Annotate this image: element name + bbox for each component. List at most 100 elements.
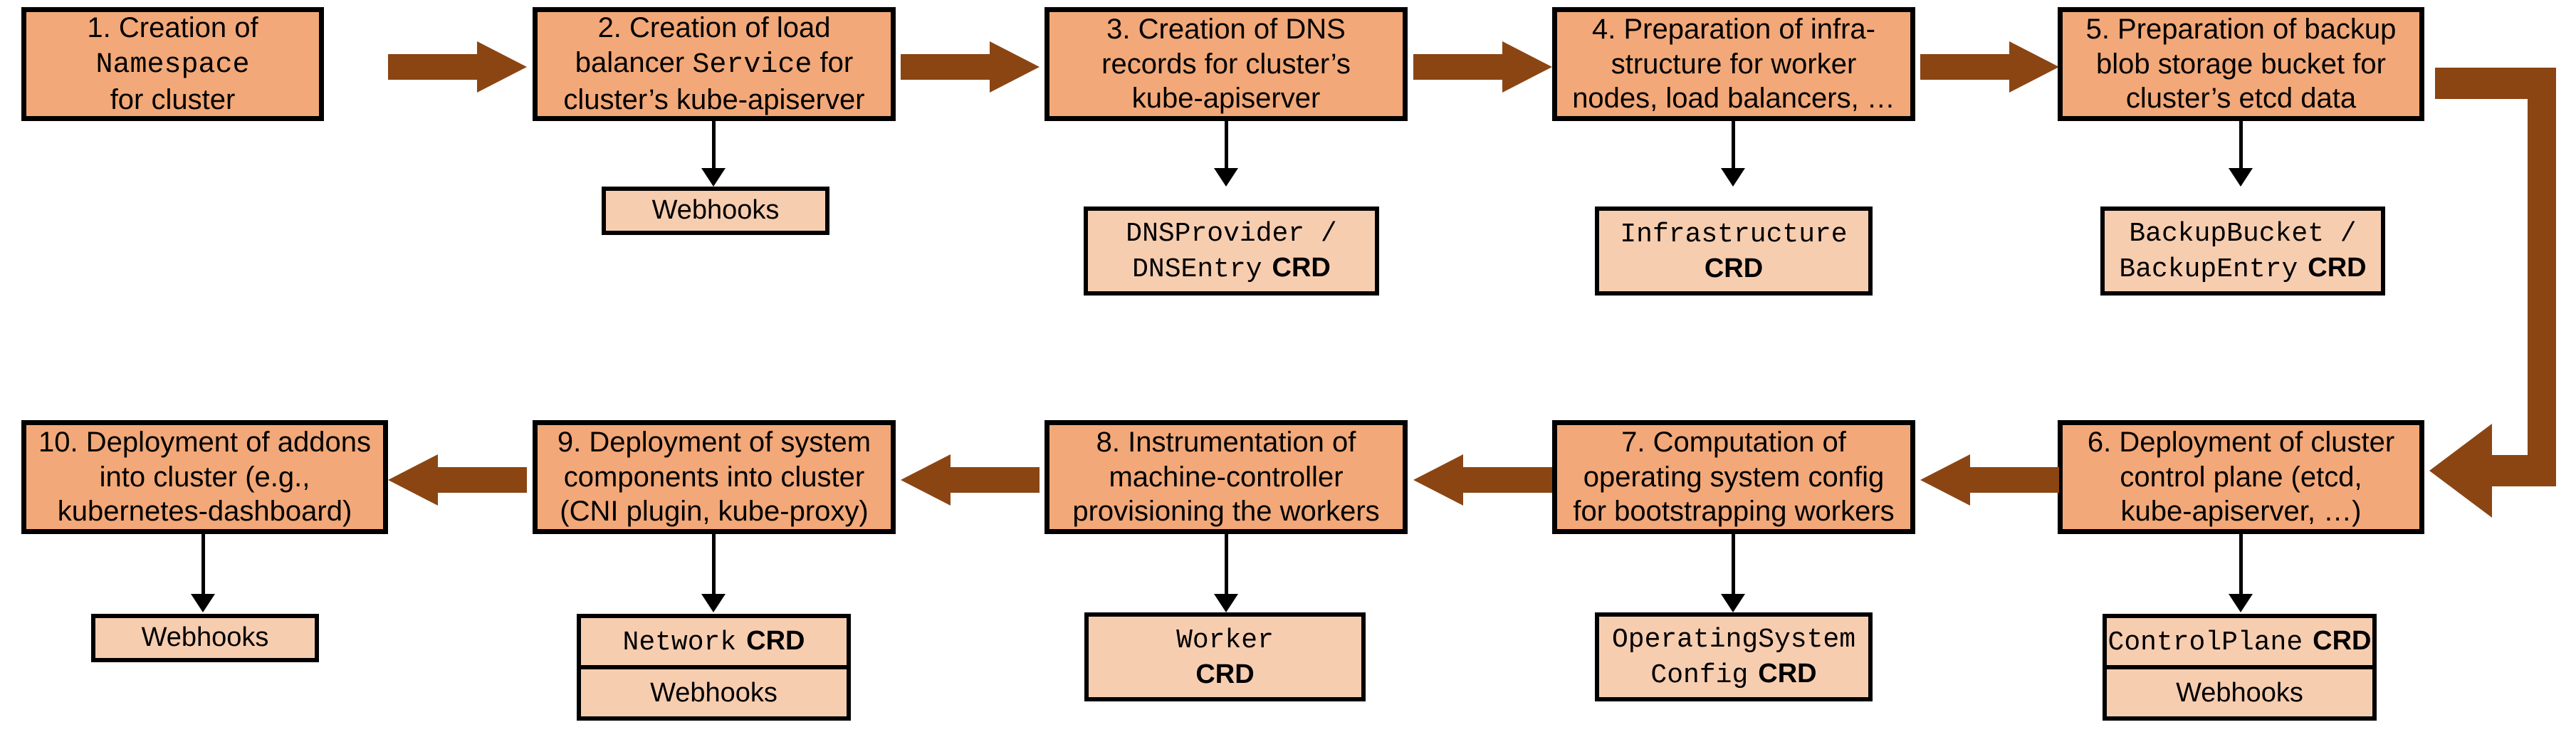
connector-line-step-3 [1225,121,1228,171]
resource-osc-crd-line-1: OperatingSystem [1611,625,1856,655]
step-3-text: 3. Creation of DNS records for cluster’s… [1057,12,1396,116]
resource-box-backup-crd[interactable]: BackupBucket / BackupEntry CRD [2100,207,2385,296]
flow-arrow-7-to-8 [1413,454,1552,506]
resource-network-crd-text: Network CRD [623,626,805,658]
connector-arrowhead-step-3 [1214,168,1238,187]
connector-line-step-8 [1225,534,1228,597]
resource-controlplane-webhooks-cell[interactable]: Webhooks [2107,665,2372,716]
connector-line-step-9 [712,534,716,597]
step-9-line-3: (CNI plugin, kube-proxy) [560,496,869,528]
step-2-line-1: 2. Creation of load [597,11,831,43]
flow-arrow-1-to-2 [388,41,527,93]
resource-osc-crd-line-2: Config [1650,659,1749,691]
resource-box-dns-crd[interactable]: DNSProvider / DNSEntry CRD [1084,207,1379,296]
resource-dns-crd-text: DNSProvider / DNSEntry CRD [1126,216,1336,286]
step-8-text: 8. Instrumentation of machine-controller… [1057,425,1396,529]
step-box-9[interactable]: 9. Deployment of system components into … [533,420,896,534]
resource-network-crd-cell[interactable]: Network CRD [581,618,847,665]
resource-controlplane-webhooks-label: Webhooks [2176,677,2303,708]
step-box-3[interactable]: 3. Creation of DNS records for cluster’s… [1044,7,1408,121]
connector-line-step-10 [201,534,205,597]
resource-box-webhooks-10[interactable]: Webhooks [91,614,319,662]
flow-arrow-8-to-9 [901,454,1040,506]
resource-network-crd-suffix: CRD [746,625,805,656]
flow-arrow-6-to-7 [1920,454,2059,506]
step-6-line-2: control plane (etcd, [2120,461,2362,493]
step-1-line-2: Namespace [95,48,250,81]
resource-osc-crd-suffix: CRD [1758,658,1817,689]
connector-arrowhead-step-5 [2229,168,2253,187]
step-6-text: 6. Deployment of cluster control plane (… [2070,425,2412,529]
resource-backup-crd-line-1: BackupBucket / [2129,219,2357,249]
step-7-line-3: for bootstrapping workers [1573,496,1895,528]
connector-arrowhead-step-2 [701,168,726,187]
step-box-5[interactable]: 5. Preparation of backup blob storage bu… [2058,7,2424,121]
step-8-line-1: 8. Instrumentation of [1096,426,1356,458]
step-3-line-2: records for cluster’s [1101,48,1351,80]
step-box-2[interactable]: 2. Creation of load balancer Service for… [533,7,896,121]
resource-box-infrastructure-crd[interactable]: Infrastructure CRD [1595,207,1873,296]
step-6-line-1: 6. Deployment of cluster [2087,426,2395,458]
step-box-4[interactable]: 4. Preparation of infra- structure for w… [1552,7,1915,121]
resource-backup-crd-suffix: CRD [2308,252,2367,283]
step-2-line-2b: Service [692,48,812,81]
step-2-text: 2. Creation of load balancer Service for… [545,11,884,117]
step-3-line-1: 3. Creation of DNS [1106,13,1346,45]
step-5-text: 5. Preparation of backup blob storage bu… [2070,12,2412,116]
step-5-line-3: cluster’s etcd data [2125,83,2357,115]
resource-osc-crd-text: OperatingSystem Config CRD [1612,622,1855,692]
resource-backup-crd-line-2: BackupEntry [2119,254,2298,285]
step-box-8[interactable]: 8. Instrumentation of machine-controller… [1044,420,1408,534]
resource-network-webhooks-cell[interactable]: Webhooks [581,665,847,716]
step-2-line-2c: for [812,46,854,78]
resource-dns-crd-line-1: DNSProvider / [1126,219,1337,249]
step-4-line-2: structure for worker [1611,48,1857,80]
step-4-line-3: nodes, load balancers, … [1572,83,1895,115]
connector-line-step-7 [1732,534,1735,597]
flow-arrow-3-to-4 [1413,41,1552,93]
resource-label-webhooks-10: Webhooks [141,622,269,653]
step-1-line-1: 1. Creation of [87,11,258,43]
resource-controlplane-crd-suffix: CRD [2313,625,2372,656]
step-box-1[interactable]: 1. Creation of Namespace for cluster [21,7,324,121]
resource-stack-network[interactable]: Network CRD Webhooks [577,614,851,721]
flow-arrow-2-to-3 [901,41,1040,93]
connector-arrowhead-step-7 [1721,594,1745,612]
step-4-text: 4. Preparation of infra- structure for w… [1564,12,1903,116]
connector-line-step-5 [2239,121,2243,171]
step-2-line-2a: balancer [575,46,693,78]
flow-arrow-4-to-5 [1920,41,2059,93]
resource-worker-crd-line-2: CRD [1195,659,1255,689]
connector-arrowhead-step-8 [1214,594,1238,612]
connector-line-step-6 [2239,534,2243,597]
resource-box-osc-crd[interactable]: OperatingSystem Config CRD [1595,612,1873,701]
resource-network-crd-name: Network [622,627,737,658]
resource-network-webhooks-label: Webhooks [650,677,777,708]
step-box-7[interactable]: 7. Computation of operating system confi… [1552,420,1915,534]
step-10-line-3: kubernetes-dashboard) [57,496,352,528]
step-8-line-2: machine-controller [1109,461,1344,493]
step-5-line-1: 5. Preparation of backup [2085,13,2397,45]
step-10-line-2: into cluster (e.g., [99,461,310,493]
step-7-line-1: 7. Computation of [1621,426,1846,458]
step-6-line-3: kube-apiserver, …) [2120,496,2362,528]
step-2-line-3: cluster’s kube-apiserver [563,84,865,116]
step-box-10[interactable]: 10. Deployment of addons into cluster (e… [21,420,388,534]
connector-line-step-2 [712,121,716,171]
step-10-line-1: 10. Deployment of addons [38,426,371,458]
step-box-6[interactable]: 6. Deployment of cluster control plane (… [2058,420,2424,534]
flow-arrow-5-to-6-elbow [2429,39,2565,531]
step-9-line-1: 9. Deployment of system [557,426,871,458]
step-1-line-3: for cluster [110,84,236,116]
resource-box-worker-crd[interactable]: Worker CRD [1084,612,1366,701]
resource-worker-crd-line-1: Worker [1176,625,1274,656]
resource-dns-crd-line-2: DNSEntry [1132,254,1262,285]
resource-infrastructure-crd-line-1: Infrastructure [1620,219,1848,250]
resource-box-webhooks-2[interactable]: Webhooks [602,187,829,235]
resource-dns-crd-suffix: CRD [1272,252,1331,283]
connector-arrowhead-step-9 [701,594,726,612]
